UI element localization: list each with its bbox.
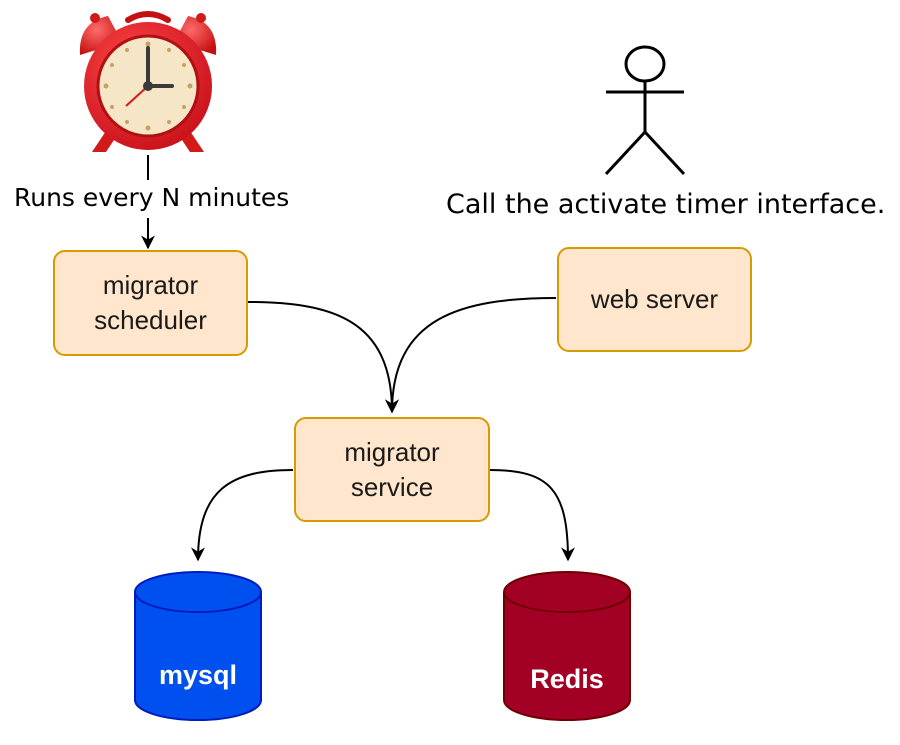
arrow-scheduler-to-service	[246, 301, 399, 414]
timer-caption: Runs every N minutes	[14, 183, 290, 212]
web-server-label: web server	[590, 284, 719, 314]
web-server-node: web server	[557, 247, 752, 352]
redis-database-icon	[503, 571, 631, 721]
alarm-clock-icon	[79, 11, 217, 152]
service-line1: migrator	[344, 436, 440, 467]
scheduler-line1: migrator	[102, 270, 199, 300]
stick-figure-user-icon	[604, 45, 686, 176]
migrator-scheduler-node: migrator scheduler	[53, 250, 248, 356]
user-caption: Call the activate timer interface.	[446, 189, 886, 220]
redis-label: Redis	[530, 664, 604, 694]
arrow-service-to-mysql	[191, 469, 294, 562]
migrator-service-node: migrator service	[294, 417, 490, 522]
mysql-label: mysql	[158, 660, 238, 690]
arrow-service-to-redis	[489, 469, 575, 562]
service-line2: service	[350, 471, 434, 502]
mysql-database-icon	[134, 571, 262, 721]
arrow-webserver-to-service	[385, 297, 557, 414]
scheduler-line2: scheduler	[94, 305, 207, 335]
